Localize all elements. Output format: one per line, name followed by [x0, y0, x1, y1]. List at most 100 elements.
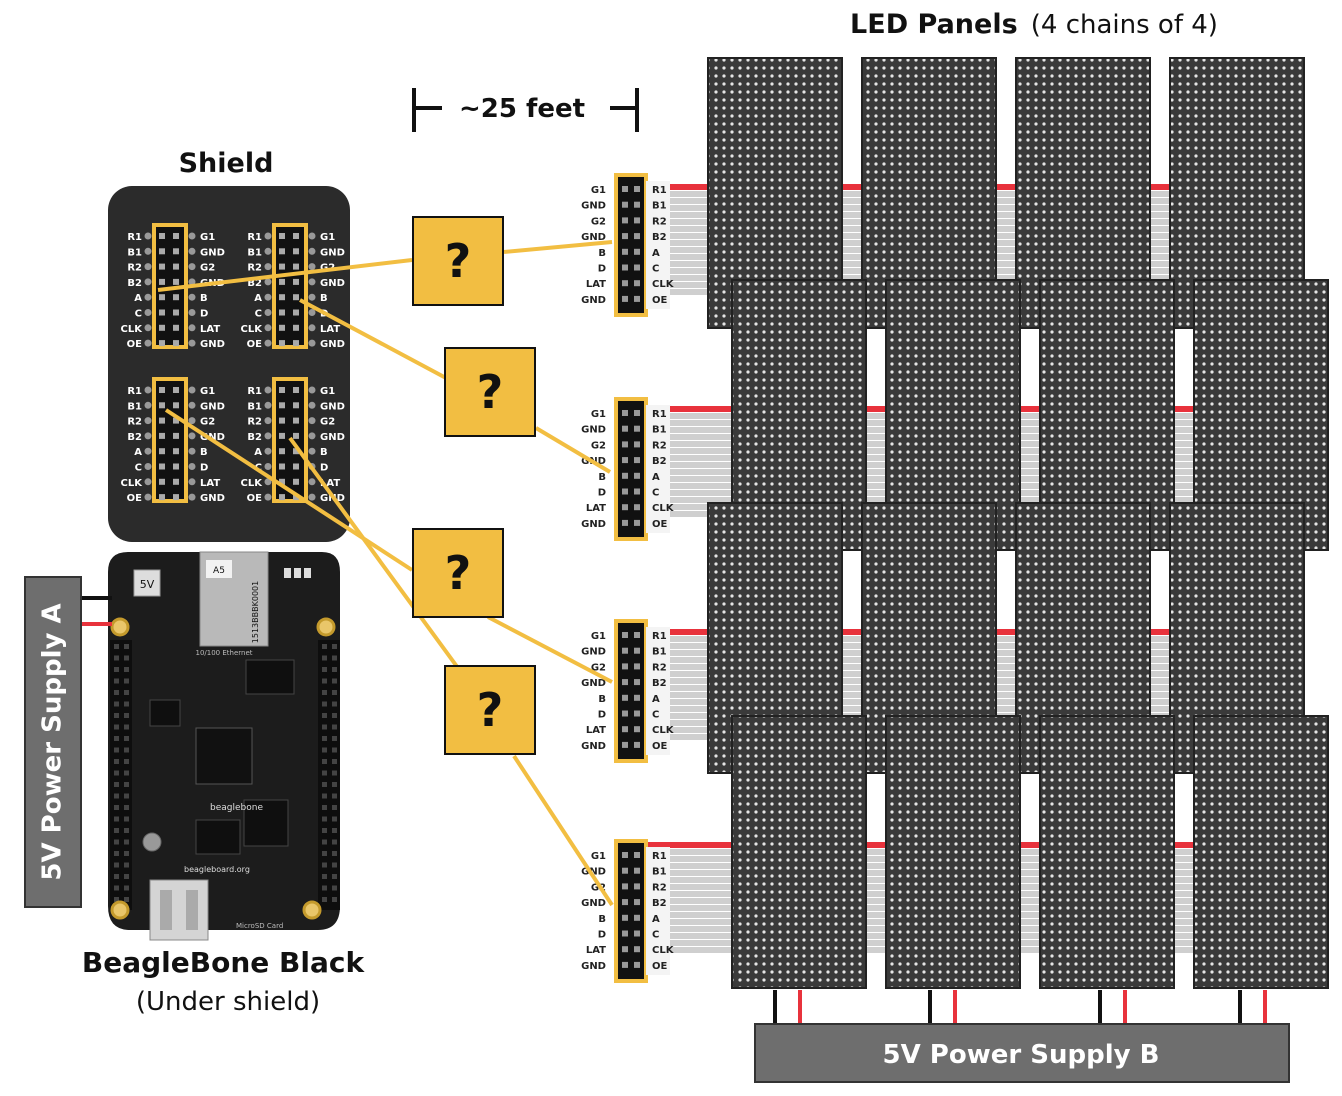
beaglebone-label: BeagleBone Black: [82, 946, 366, 979]
header-pin: [332, 713, 337, 718]
header-pin: [114, 897, 119, 902]
header-pin: [124, 655, 129, 661]
panel-pin-label: GND: [581, 867, 606, 878]
ethernet-label: 10/100 Ethernet: [195, 649, 252, 657]
led: [284, 568, 291, 578]
shield-pin-label: CLK: [121, 478, 144, 489]
signal-wires: [157, 240, 614, 907]
header-pin: [322, 678, 327, 684]
beaglebone-note: (Under shield): [136, 987, 320, 1017]
shield-pin-label: A: [254, 447, 262, 458]
panel-pin-label: C: [652, 488, 659, 499]
header-pin: [114, 736, 119, 741]
header-pin: [114, 805, 119, 810]
svg-text:?: ?: [445, 234, 472, 288]
panel-pin-label: B1: [652, 425, 667, 436]
led-panel: [731, 715, 867, 989]
header-pin: [124, 897, 129, 902]
shield-pin-label: G2: [320, 417, 335, 428]
led-panels-title-bold: LED Panels: [850, 9, 1018, 40]
shield-pin-label: B1: [127, 401, 142, 412]
shield-pin-label: B2: [247, 278, 262, 289]
header-pin: [322, 724, 327, 730]
panel-pin-label: R1: [652, 185, 667, 196]
panel-pin-label: G1: [591, 185, 606, 196]
header-pin: [332, 816, 337, 822]
header-pin: [332, 736, 337, 741]
ribbon-cable: [1174, 842, 1198, 953]
memory-chip: [195, 819, 241, 855]
header-pin: [332, 885, 337, 891]
panel-pin-label: GND: [581, 647, 606, 658]
shield-pin-label: G1: [320, 386, 335, 397]
panel-pin-label: CLK: [652, 503, 675, 514]
header-pin: [332, 724, 337, 730]
header-pin: [124, 816, 129, 822]
panel-pin-label: OE: [652, 961, 668, 972]
header-pin: [124, 770, 129, 776]
shield-pin-label: LAT: [200, 324, 220, 335]
shield-pin-label: OE: [127, 339, 143, 350]
svg-text:?: ?: [477, 683, 504, 737]
usb-pin: [186, 890, 198, 930]
header-pin: [124, 724, 129, 730]
header-pin: [114, 667, 119, 672]
panel-pin-label: G2: [591, 662, 606, 673]
panel-pin-label: A: [652, 472, 660, 483]
panel-pin-label: R2: [652, 882, 667, 893]
panel-pin-label: D: [598, 488, 606, 499]
power-jack: [133, 569, 161, 597]
power-supply-b: [754, 1023, 1290, 1083]
led-panels-title: LED Panels (4 chains of 4): [850, 9, 1218, 40]
shield-pin-label: GND: [200, 432, 225, 443]
shield-pin-label: B1: [247, 401, 262, 412]
panel-pin-label: GND: [581, 741, 606, 752]
shield-pin-label: G1: [320, 232, 335, 243]
shield-pin-label: G2: [200, 417, 215, 428]
header-pin: [114, 713, 119, 718]
shield-pin-label: C: [255, 309, 262, 320]
microsd-label: MicroSD Card: [236, 922, 283, 930]
header-pin: [114, 793, 119, 799]
panel-pin-label: GND: [581, 232, 606, 243]
distance-label: ~25 feet: [459, 94, 585, 124]
header-pin: [124, 701, 129, 707]
panel-pin-label: LAT: [586, 279, 606, 290]
panel-pin-label: OE: [652, 741, 668, 752]
shield-pin-label: A: [134, 447, 142, 458]
wire-chain-1-out: [503, 240, 613, 254]
header-pin: [114, 782, 119, 787]
mounting-hole: [110, 900, 130, 920]
shield-pin-label: R1: [127, 386, 142, 397]
usb-port: [149, 879, 209, 941]
header-pin: [332, 770, 337, 776]
header-pin: [322, 701, 327, 707]
wire-chain-4-in: [288, 436, 460, 670]
shield-pin-label: G1: [200, 386, 215, 397]
header-pin: [322, 782, 327, 787]
panel-pin-label: B2: [652, 898, 667, 909]
brand-label: beagleboard.org: [184, 865, 250, 874]
chip-label: A5: [213, 566, 225, 576]
shield-pin-label: GND: [320, 278, 345, 289]
shield-pin-label: GND: [200, 339, 225, 350]
header-pin: [322, 885, 327, 891]
header-pin: [114, 644, 119, 649]
svg-text:?: ?: [445, 546, 472, 600]
panel-pin-label: D: [598, 930, 606, 941]
header-pin: [114, 770, 119, 776]
shield-pin-label: OE: [127, 493, 143, 504]
shield-pin-label: R1: [247, 232, 262, 243]
panel-pin-label: GND: [581, 678, 606, 689]
power-supply-a: [24, 576, 82, 908]
power-jack-label: 5V: [140, 578, 155, 591]
panel-pin-label: CLK: [652, 725, 675, 736]
shield-pin-label: B1: [127, 247, 142, 258]
header-pin: [332, 655, 337, 661]
header-pin: [114, 828, 119, 833]
panel-pin-label: CLK: [652, 945, 675, 956]
